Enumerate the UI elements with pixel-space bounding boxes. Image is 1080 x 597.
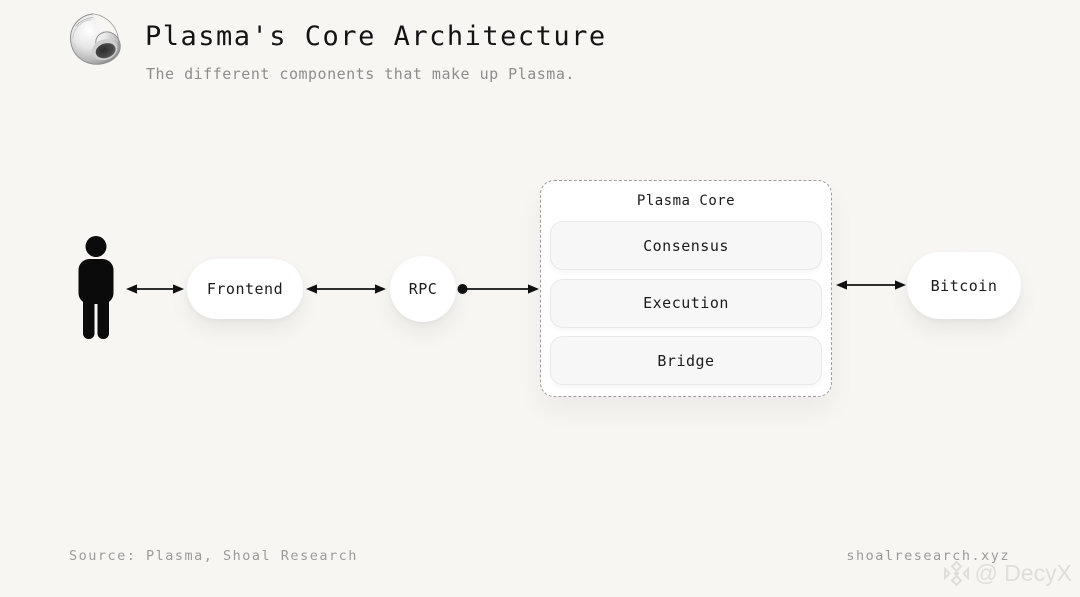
component-bridge-label: Bridge xyxy=(657,351,715,370)
arrow-user-frontend xyxy=(126,284,184,294)
node-rpc-label: RPC xyxy=(408,280,438,298)
website-url: shoalresearch.xyz xyxy=(846,548,1010,564)
component-consensus: Consensus xyxy=(550,221,822,270)
component-execution-label: Execution xyxy=(643,294,729,312)
page-title: Plasma's Core Architecture xyxy=(145,21,607,52)
watermark-text: @ DecyX xyxy=(974,560,1072,586)
component-consensus-label: Consensus xyxy=(643,236,729,255)
watermark: @ DecyX xyxy=(943,560,1072,587)
plasma-core-container: Plasma Core Consensus Execution Bridge xyxy=(540,180,832,397)
person-icon xyxy=(78,236,114,339)
page-subtitle: The different components that make up Pl… xyxy=(146,65,575,83)
component-execution: Execution xyxy=(550,278,822,328)
arrow-rpc-plasmacore xyxy=(457,284,539,294)
node-frontend-label: Frontend xyxy=(206,280,284,298)
diamond-cluster-icon xyxy=(943,560,969,587)
arrow-frontend-rpc xyxy=(306,284,386,294)
arrow-plasmacore-bitcoin xyxy=(836,280,906,290)
node-bitcoin: Bitcoin xyxy=(907,252,1021,319)
node-rpc: RPC xyxy=(390,256,456,322)
shell-icon xyxy=(70,13,121,65)
plasma-core-title: Plasma Core xyxy=(636,193,736,209)
node-frontend: Frontend xyxy=(187,259,303,319)
node-bitcoin-label: Bitcoin xyxy=(930,276,998,295)
source-attribution: Source: Plasma, Shoal Research xyxy=(69,548,358,564)
component-bridge: Bridge xyxy=(550,336,822,385)
